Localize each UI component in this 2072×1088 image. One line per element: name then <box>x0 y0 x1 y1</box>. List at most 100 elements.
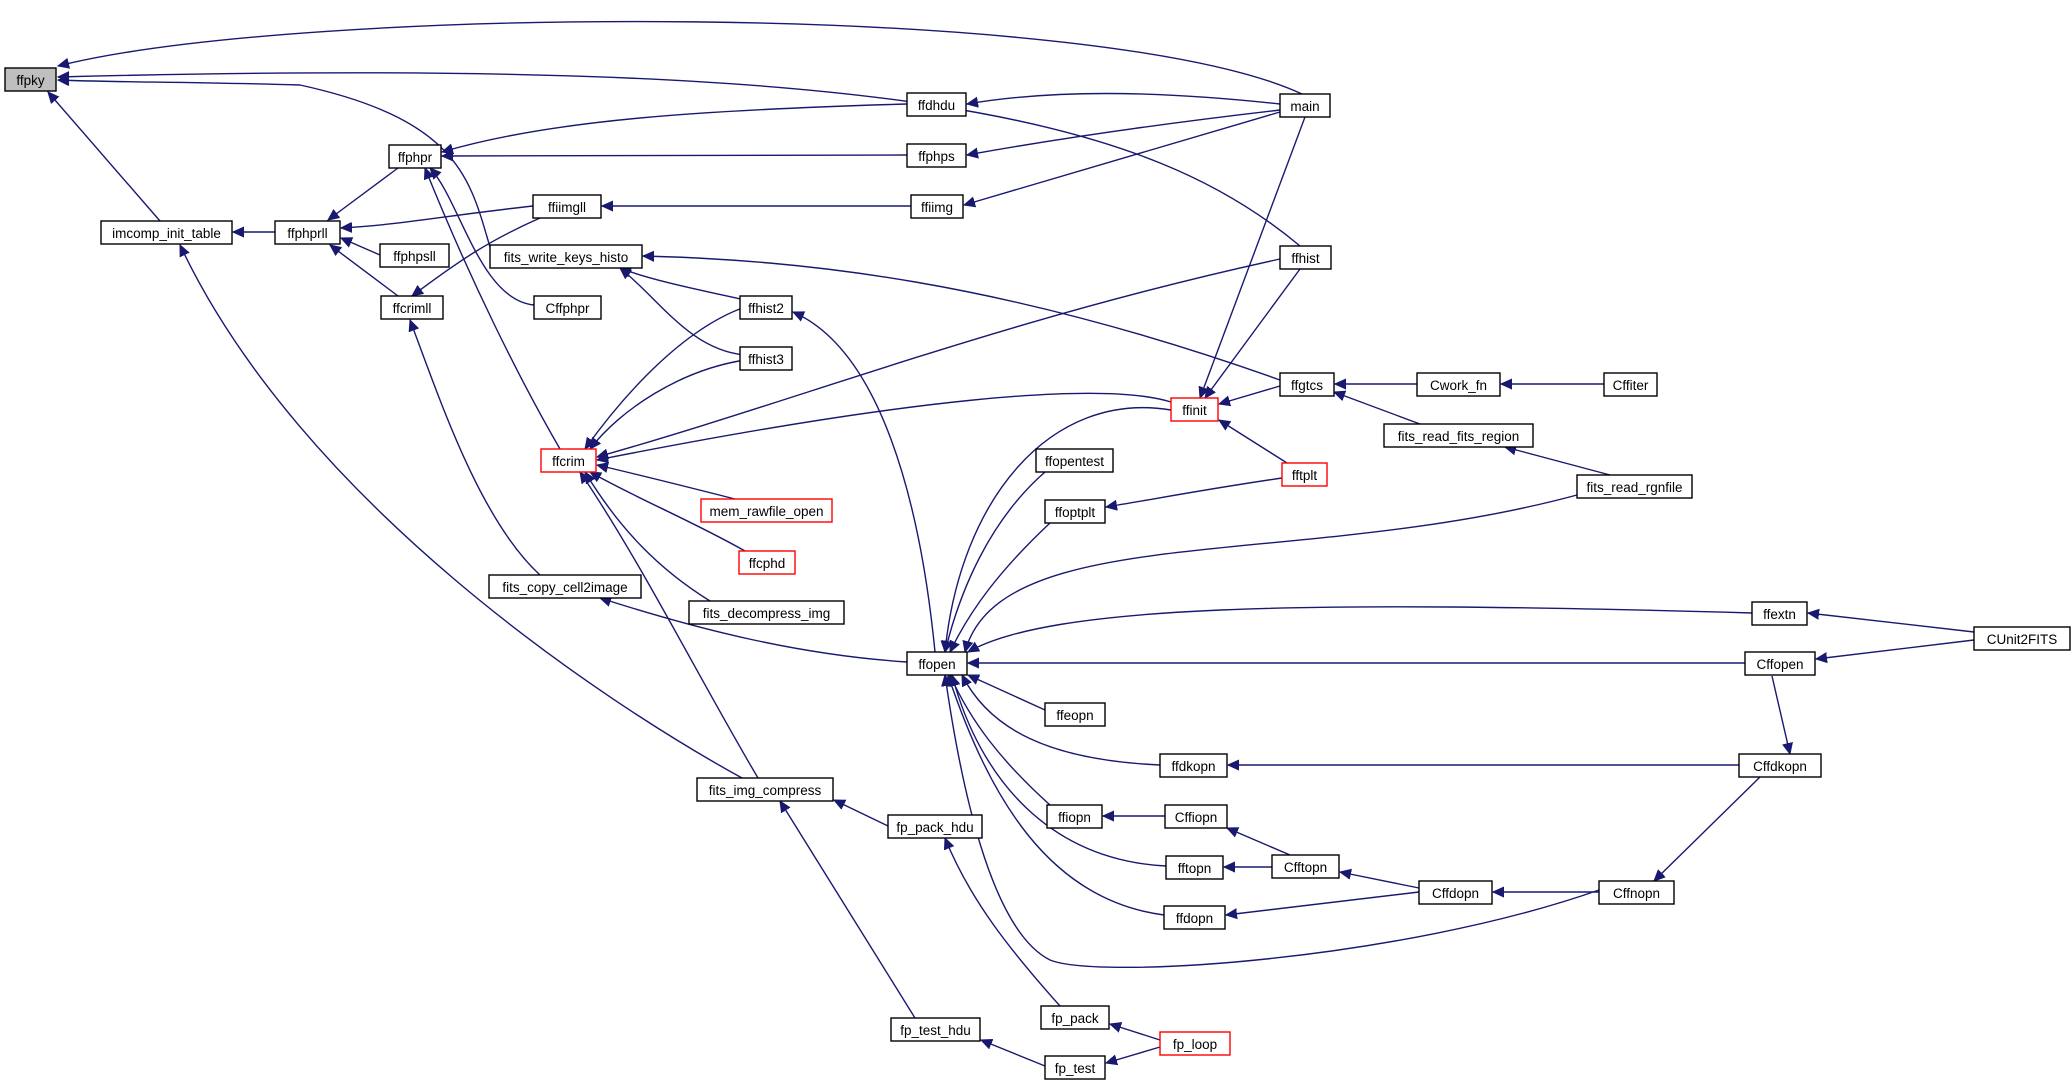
node-box-Cffdopn <box>1418 880 1493 905</box>
node-Cffopen[interactable]: Cffopen <box>1744 651 1816 676</box>
nodes-layer: ffpky imcomp_init_table ffphprll ffphpr ffph… <box>4 67 2071 1080</box>
node-box-fp_pack_hdu <box>887 814 983 839</box>
node-box-ffphps <box>906 143 967 168</box>
node-Cwork_fn[interactable]: Cwork_fn <box>1416 372 1501 397</box>
node-fits_read_fits_region[interactable]: fits_read_fits_region <box>1383 423 1534 448</box>
node-ffdhdu[interactable]: ffdhdu <box>906 92 967 117</box>
node-ffopentest[interactable]: ffopentest <box>1035 448 1114 473</box>
edge-imcomp_init_table-to-ffpky <box>48 92 161 222</box>
edge-ffeopn-to-ffopen <box>968 674 1046 711</box>
node-fftopn[interactable]: fftopn <box>1165 855 1224 880</box>
node-ffphprll[interactable]: ffphprll <box>274 220 341 245</box>
node-box-ffcphd <box>738 550 796 575</box>
node-Cffdkopn[interactable]: Cffdkopn <box>1738 753 1822 778</box>
node-ffhist[interactable]: ffhist <box>1279 245 1332 270</box>
node-Cffphpr[interactable]: Cffphpr <box>533 295 602 320</box>
node-label-ffiopn: ffiopn <box>1058 810 1091 825</box>
edge-fits_read_rgnfile-to-fits_read_fits_region <box>1505 447 1611 476</box>
edge-fp_loop-to-fp_test <box>1106 1046 1161 1063</box>
node-ffiimgll[interactable]: ffiimgll <box>532 194 602 219</box>
node-box-ffeopn <box>1044 702 1106 727</box>
node-fp_pack_hdu[interactable]: fp_pack_hdu <box>887 814 983 839</box>
node-box-fits_img_compress <box>696 777 834 802</box>
node-Cffiopn[interactable]: Cffiopn <box>1164 804 1228 829</box>
node-box-fits_read_fits_region <box>1383 423 1534 448</box>
node-box-ffcrim <box>540 448 597 473</box>
node-ffcrimll[interactable]: ffcrimll <box>380 295 444 320</box>
node-box-ffphpsll <box>379 243 450 268</box>
edge-ffextn-to-ffopen <box>968 606 1753 653</box>
node-mem_rawfile_open[interactable]: mem_rawfile_open <box>700 498 833 523</box>
node-ffgtcs[interactable]: ffgtcs <box>1279 372 1335 397</box>
node-fp_test_hdu[interactable]: fp_test_hdu <box>890 1017 981 1042</box>
node-fits_copy_cell2image[interactable]: fits_copy_cell2image <box>488 574 642 599</box>
edge-ffgtcs-to-ffinit <box>1219 385 1281 404</box>
node-ffcphd[interactable]: ffcphd <box>738 550 796 575</box>
node-Cffnopn[interactable]: Cffnopn <box>1598 880 1675 905</box>
node-label-Cffiopn: Cffiopn <box>1175 810 1218 825</box>
node-Cffdopn[interactable]: Cffdopn <box>1418 880 1493 905</box>
edge-fits_read_rgnfile-to-ffopen <box>965 494 1578 652</box>
node-box-CUnit2FITS <box>1973 626 2071 651</box>
node-label-Cffopen: Cffopen <box>1756 657 1803 672</box>
node-fftplt[interactable]: fftplt <box>1281 462 1328 487</box>
node-ffopen[interactable]: ffopen <box>906 651 968 676</box>
node-box-fp_pack <box>1040 1005 1110 1030</box>
node-ffphps[interactable]: ffphps <box>906 143 967 168</box>
edge-ffgtcs-to-fits_write_keys_histo <box>643 256 1281 381</box>
edge-ffhist-to-ffinit <box>1205 268 1301 398</box>
node-ffextn[interactable]: ffextn <box>1751 601 1808 626</box>
node-box-ffiopn <box>1046 804 1103 829</box>
node-ffiopn[interactable]: ffiopn <box>1046 804 1103 829</box>
node-box-ffextn <box>1751 601 1808 626</box>
node-fp_test[interactable]: fp_test <box>1044 1055 1106 1080</box>
node-CUnit2FITS[interactable]: CUnit2FITS <box>1973 626 2071 651</box>
node-fp_loop[interactable]: fp_loop <box>1159 1031 1231 1056</box>
node-label-fits_img_compress: fits_img_compress <box>709 783 822 798</box>
node-label-fftplt: fftplt <box>1292 468 1318 483</box>
edge-fits_read_fits_region-to-ffgtcs <box>1334 392 1421 425</box>
node-fits_decompress_img[interactable]: fits_decompress_img <box>688 600 845 625</box>
node-label-mem_rawfile_open: mem_rawfile_open <box>709 504 823 519</box>
node-fits_img_compress[interactable]: fits_img_compress <box>696 777 834 802</box>
node-ffcrim[interactable]: ffcrim <box>540 448 597 473</box>
node-box-Cffiter <box>1603 372 1658 397</box>
node-fp_pack[interactable]: fp_pack <box>1040 1005 1110 1030</box>
node-imcomp_init_table[interactable]: imcomp_init_table <box>100 220 233 245</box>
node-ffphpr[interactable]: ffphpr <box>388 144 442 169</box>
node-ffinit[interactable]: ffinit <box>1170 397 1219 422</box>
node-Cffiter[interactable]: Cffiter <box>1603 372 1658 397</box>
node-label-Cffphpr: Cffphpr <box>545 301 590 316</box>
node-fits_read_rgnfile[interactable]: fits_read_rgnfile <box>1576 474 1693 499</box>
edge-ffdhdu-to-ffphpr <box>442 103 908 152</box>
node-ffphpsll[interactable]: ffphpsll <box>379 243 450 268</box>
node-label-ffoptplt: ffoptplt <box>1055 505 1096 520</box>
node-label-Cffnopn: Cffnopn <box>1613 886 1660 901</box>
node-fits_write_keys_histo[interactable]: fits_write_keys_histo <box>489 244 643 269</box>
node-ffhist3[interactable]: ffhist3 <box>739 346 793 371</box>
node-label-ffphps: ffphps <box>918 149 955 164</box>
node-ffhist2[interactable]: ffhist2 <box>739 295 793 320</box>
node-ffeopn[interactable]: ffeopn <box>1044 702 1106 727</box>
node-box-fftopn <box>1165 855 1224 880</box>
node-main[interactable]: main <box>1279 93 1331 118</box>
node-box-ffiimgll <box>532 194 602 219</box>
node-label-fits_read_fits_region: fits_read_fits_region <box>1398 429 1520 444</box>
edge-ffopentest-to-ffopen <box>945 471 1046 652</box>
node-ffdkopn[interactable]: ffdkopn <box>1159 753 1228 778</box>
node-label-ffdopn: ffdopn <box>1176 911 1213 926</box>
node-box-ffphprll <box>274 220 341 245</box>
node-label-ffextn: ffextn <box>1763 607 1796 622</box>
node-box-fftplt <box>1281 462 1328 487</box>
node-ffdopn[interactable]: ffdopn <box>1163 905 1226 930</box>
node-box-ffdhdu <box>906 92 967 117</box>
edge-fits_copy_cell2image-to-ffcrimll <box>410 320 541 576</box>
edge-Cffdopn-to-Cfftopn <box>1340 872 1420 889</box>
node-ffpky[interactable]: ffpky <box>4 67 57 92</box>
edge-Cffdopn-to-ffdopn <box>1226 891 1420 915</box>
node-label-fits_copy_cell2image: fits_copy_cell2image <box>502 580 627 595</box>
node-Cfftopn[interactable]: Cfftopn <box>1271 854 1340 879</box>
node-ffiimg[interactable]: ffiimg <box>910 194 964 219</box>
node-ffoptplt[interactable]: ffoptplt <box>1044 499 1106 524</box>
node-label-ffhist2: ffhist2 <box>748 301 784 316</box>
